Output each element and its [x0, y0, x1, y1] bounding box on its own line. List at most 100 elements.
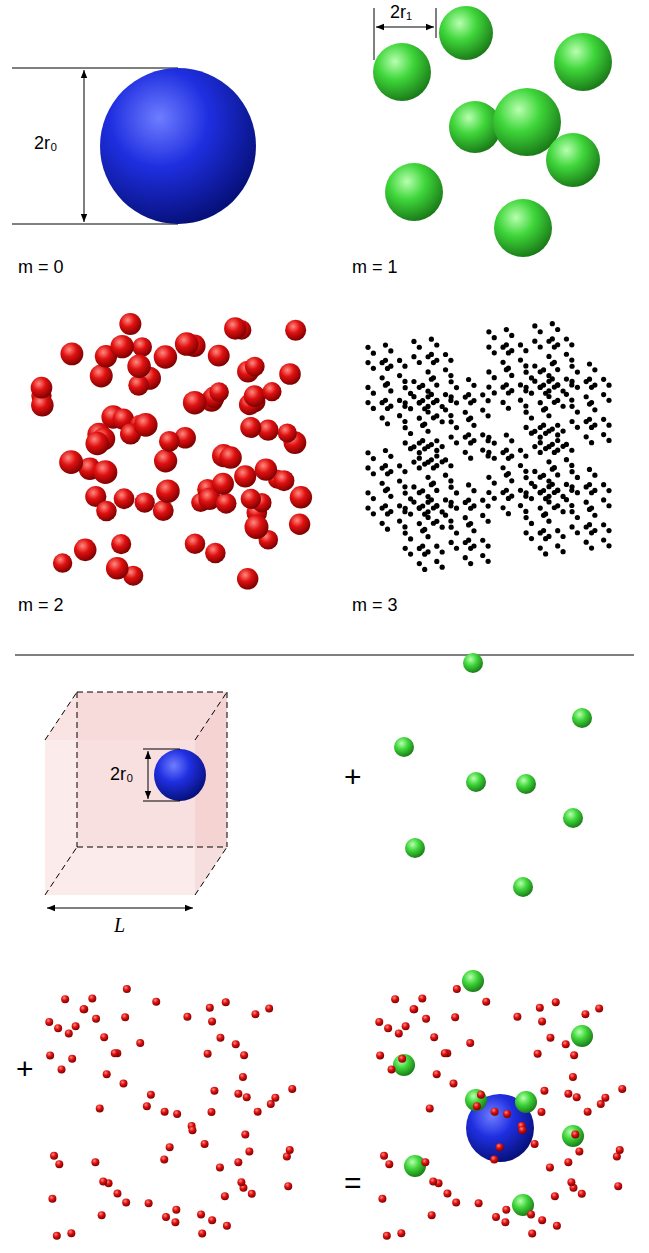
red-sphere-combined	[375, 1018, 383, 1026]
black-dot	[365, 385, 370, 390]
black-dot	[417, 521, 422, 526]
level-label: m = 3	[352, 596, 398, 616]
black-dot	[468, 521, 473, 526]
red-sphere-combined	[477, 1091, 485, 1099]
green-sphere-small	[572, 708, 592, 728]
red-sphere-combined	[618, 1085, 626, 1093]
black-dot	[434, 382, 439, 387]
black-dot	[471, 383, 476, 388]
black-dot	[518, 488, 523, 493]
black-dot	[500, 385, 505, 390]
black-dot	[411, 339, 416, 344]
black-dot	[440, 404, 445, 409]
red-sphere-combined	[518, 1126, 526, 1134]
black-dot	[425, 429, 430, 434]
red-sphere-combined	[410, 1005, 418, 1013]
red-sphere-small	[245, 1147, 253, 1155]
red-sphere-small	[65, 1029, 73, 1037]
red-sphere-combined	[571, 1131, 579, 1139]
black-dot	[555, 383, 560, 388]
red-sphere-small	[46, 1051, 54, 1059]
black-dot	[468, 546, 473, 551]
black-dot	[449, 379, 454, 384]
black-dot	[601, 377, 606, 382]
red-sphere-combined	[418, 994, 426, 1002]
black-dot	[601, 417, 606, 422]
black-dot	[440, 549, 445, 554]
black-dot	[434, 342, 439, 347]
red-sphere	[237, 568, 258, 589]
red-sphere	[290, 486, 312, 508]
black-dot	[584, 484, 589, 489]
black-dot	[402, 469, 407, 474]
red-sphere-small	[152, 998, 160, 1006]
black-dot	[385, 527, 390, 532]
black-dot	[443, 473, 448, 478]
black-dot	[371, 471, 376, 476]
red-sphere-small	[96, 1104, 104, 1112]
black-dot	[463, 500, 468, 505]
black-dot	[425, 475, 430, 480]
red-sphere-combined	[482, 998, 490, 1006]
black-dot	[524, 475, 529, 480]
black-dot	[589, 440, 594, 445]
level-label: m = 2	[18, 596, 64, 616]
red-sphere-small	[204, 1050, 212, 1058]
black-dot	[434, 544, 439, 549]
red-sphere-combined	[376, 1051, 384, 1059]
dimension-label: 2r₁	[390, 3, 412, 23]
black-dot	[532, 363, 537, 368]
black-dot	[546, 459, 551, 464]
red-sphere-small	[55, 1160, 63, 1168]
black-dot	[552, 344, 557, 349]
red-sphere-combined	[453, 985, 461, 993]
black-dot	[524, 425, 529, 430]
black-dot	[529, 431, 534, 436]
black-dot	[417, 440, 422, 445]
red-sphere	[278, 424, 297, 443]
black-dot	[417, 465, 422, 470]
black-dot	[385, 471, 390, 476]
black-dot	[380, 521, 385, 526]
red-sphere-combined	[421, 1158, 429, 1166]
red-sphere-combined	[502, 1206, 510, 1214]
black-dot	[463, 450, 468, 455]
black-dot	[532, 469, 537, 474]
red-sphere-small	[171, 1218, 179, 1226]
red-sphere-combined	[385, 1160, 393, 1168]
red-sphere-small	[234, 1158, 242, 1166]
red-sphere-small	[99, 1177, 107, 1185]
black-dot	[529, 391, 534, 396]
black-dot	[560, 428, 565, 433]
red-sphere	[153, 500, 174, 521]
black-dot	[518, 342, 523, 347]
black-dot	[569, 469, 574, 474]
red-sphere-small	[208, 1017, 216, 1025]
black-dot	[555, 367, 560, 372]
black-dot	[397, 503, 402, 508]
red-sphere-combined	[428, 1211, 436, 1219]
black-dot	[538, 505, 543, 510]
black-dot	[434, 398, 439, 403]
red-sphere-small	[197, 1210, 205, 1218]
black-dot	[449, 485, 454, 490]
red-sphere-combined	[395, 1029, 403, 1037]
black-dot	[584, 394, 589, 399]
black-dot	[529, 536, 534, 541]
black-dot	[523, 403, 528, 408]
red-sphere-combined	[473, 1102, 481, 1110]
red-sphere	[154, 449, 177, 472]
black-dot	[402, 484, 407, 489]
red-sphere-combined	[452, 1199, 460, 1207]
black-dot	[454, 440, 459, 445]
red-sphere-combined	[536, 1004, 544, 1012]
black-dot	[504, 432, 509, 437]
black-dot	[584, 419, 589, 424]
red-sphere-combined	[466, 1039, 474, 1047]
red-sphere-small	[113, 1190, 121, 1198]
black-dot	[486, 385, 491, 390]
black-dot	[443, 392, 448, 397]
red-sphere	[156, 479, 180, 503]
black-dot	[592, 513, 597, 518]
